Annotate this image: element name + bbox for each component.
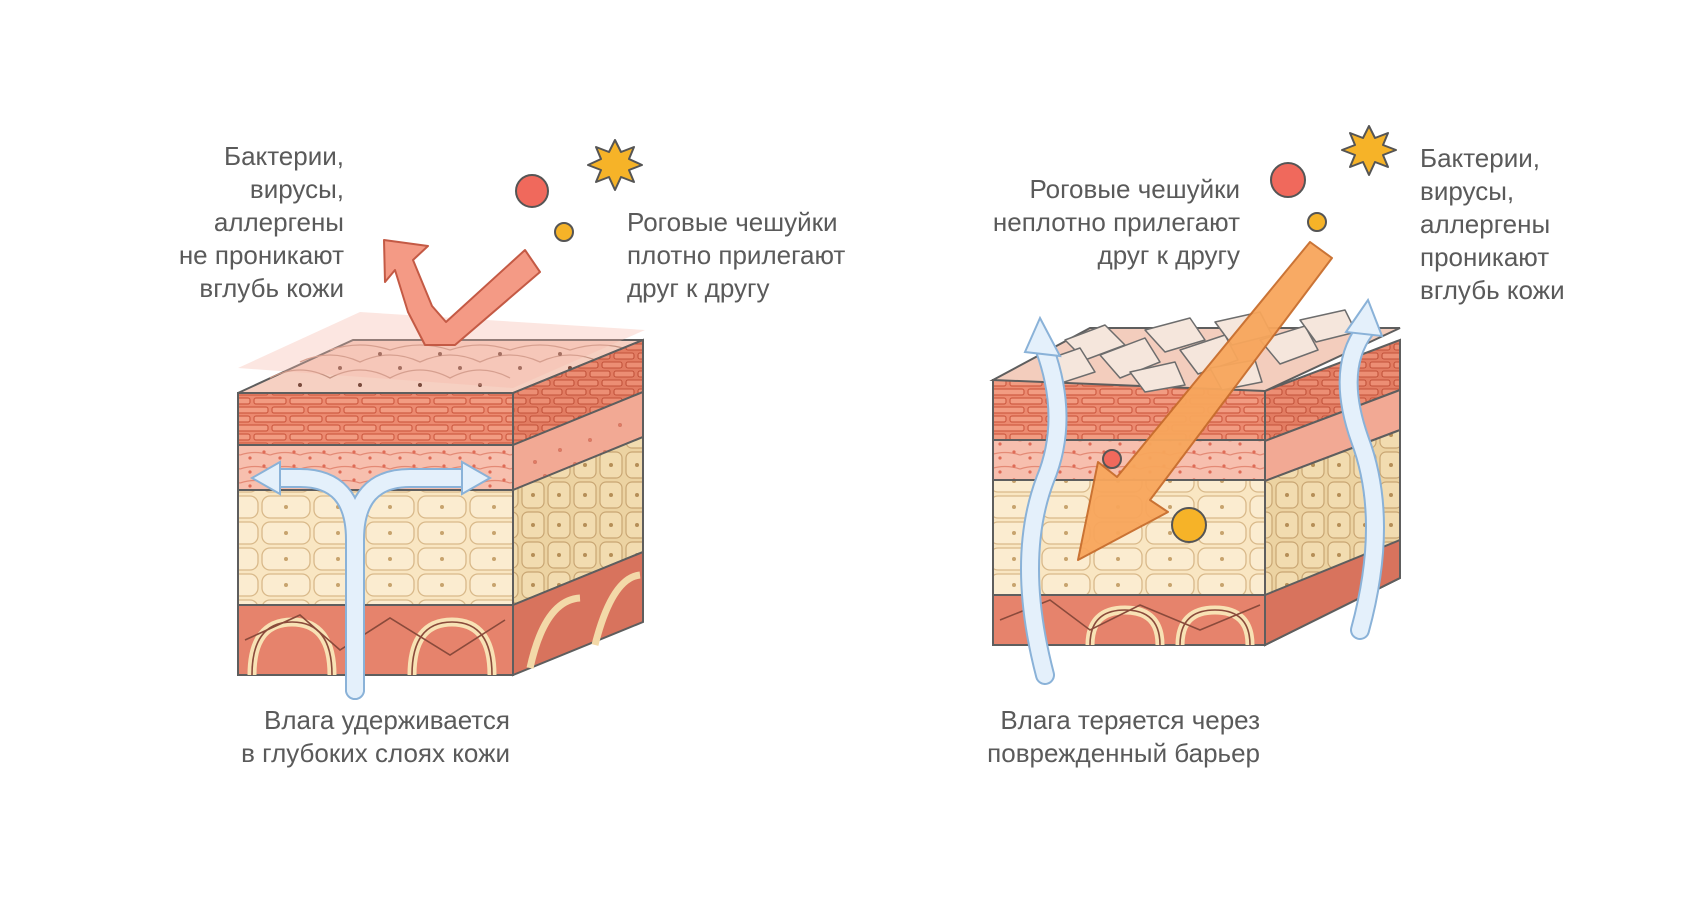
- healthy-skin-cube: [237, 312, 645, 677]
- moisture-retained-arrow: [249, 460, 493, 700]
- bacteria-inside-red: [1102, 449, 1122, 469]
- allergen-star-icon-right: [1341, 125, 1397, 176]
- damaged-moisture-label: Влага теряется через поврежденный барьер: [987, 705, 1260, 768]
- bacteria-ball-large-right: [1270, 162, 1306, 198]
- healthy-pathogens-label: Бактерии, вирусы, аллергены не проникают…: [178, 141, 344, 303]
- pathogen-reflect-arrow: [383, 239, 541, 346]
- moisture-loss-arrow-right: [1338, 297, 1385, 640]
- bacteria-ball-large: [515, 174, 549, 208]
- damaged-scales-label: Роговые чешуйки неплотно прилегают друг …: [992, 174, 1240, 270]
- pathogen-penetrate-arrow: [1077, 241, 1333, 561]
- moisture-loss-arrow-left: [1020, 315, 1068, 685]
- healthy-scales-label: Роговые чешуйки плотно прилегают друг к …: [627, 207, 846, 303]
- bacteria-inside-yellow: [1171, 507, 1207, 543]
- damaged-pathogens-label: Бактерии, вирусы, аллергены проникают вг…: [1420, 143, 1565, 305]
- healthy-moisture-label: Влага удерживается в глубоких слоях кожи: [241, 705, 510, 768]
- bacteria-ball-small-right: [1307, 212, 1327, 232]
- bacteria-ball-small: [554, 222, 574, 242]
- allergen-star-icon: [587, 139, 643, 191]
